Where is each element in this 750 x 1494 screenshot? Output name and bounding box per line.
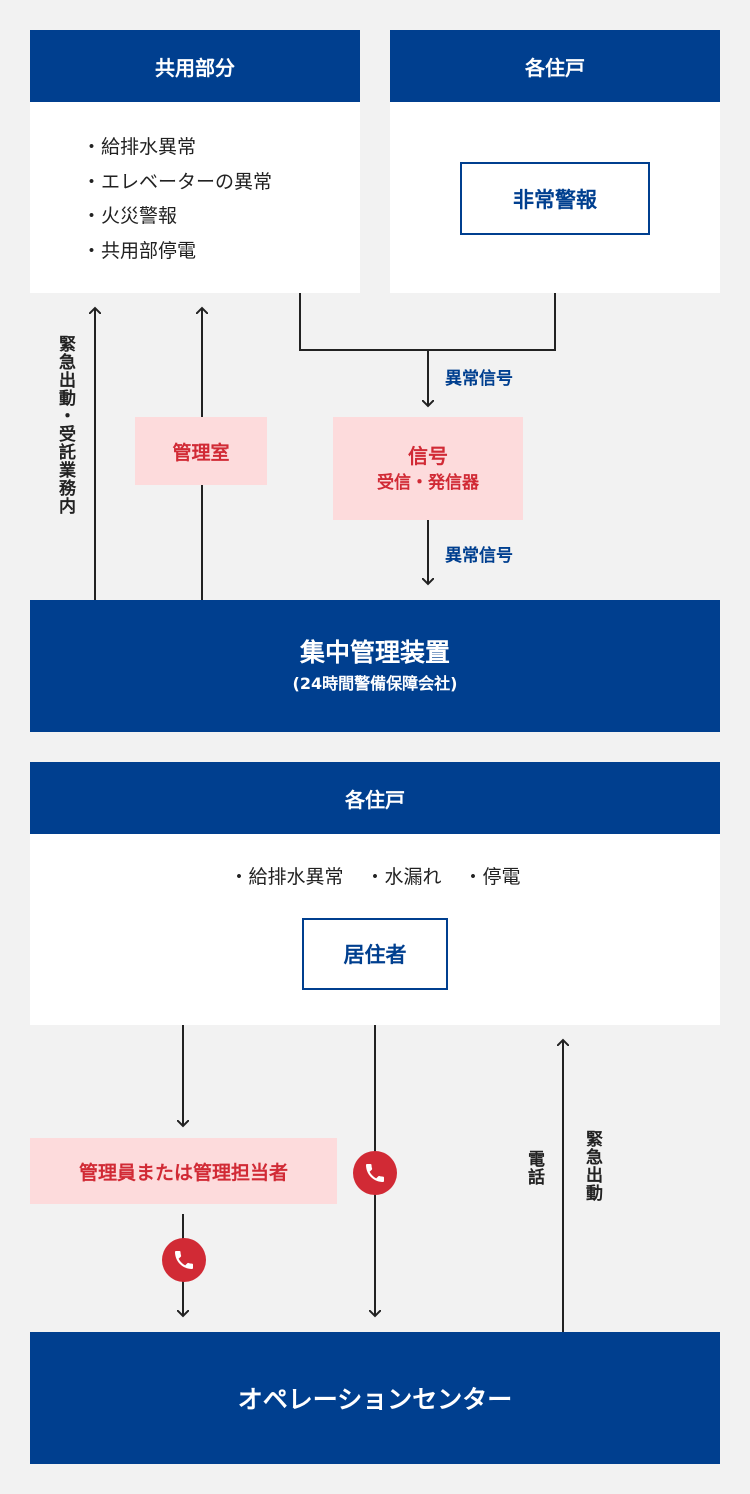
resident-box: 居住者 [302, 918, 448, 990]
common-area-header: 共用部分 [30, 30, 360, 102]
operation-center-title: オペレーションセンター [237, 1385, 513, 1414]
units-header-label: 各住戸 [525, 55, 585, 80]
signal-label-2: 異常信号 [445, 546, 513, 566]
list-item: エレベーターの異常 [82, 165, 272, 200]
list-item: ・水漏れ [365, 866, 442, 888]
list-item-text: 給排水異常 [248, 866, 344, 888]
common-area-list: 給排水異常 エレベーターの異常 火災警報 共用部停電 [82, 130, 272, 268]
signal-device-box: 信号 受信・発信器 [333, 417, 523, 520]
units-panel: 非常警報 [390, 102, 720, 293]
management-room-label: 管理室 [172, 441, 230, 464]
bottom-units-list: ・給排水異常 ・水漏れ ・停電 [30, 862, 720, 889]
central-management-bar: 集中管理装置 (24時間警備保障会社) [30, 600, 720, 732]
list-item: ・停電 [463, 866, 521, 888]
list-item-text: 水漏れ [384, 866, 442, 888]
manager-label: 管理員または管理担当者 [78, 1161, 288, 1184]
dispatch-duty-label: 緊急出動・受託業務内 [55, 335, 75, 515]
phone-icon [162, 1238, 206, 1282]
bottom-units-header: 各住戸 [30, 762, 720, 834]
emergency-alarm-box: 非常警報 [460, 162, 650, 235]
signal-bracket [299, 293, 556, 351]
bottom-units-header-label: 各住戸 [345, 787, 405, 812]
dispatch-label: 緊急出動 [582, 1130, 602, 1202]
signal-device-subtitle: 受信・発信器 [377, 472, 479, 493]
signal-label-1: 異常信号 [445, 369, 513, 389]
signal-device-title: 信号 [408, 443, 448, 468]
central-management-subtitle: (24時間警備保障会社) [292, 674, 458, 693]
phone-icon [353, 1151, 397, 1195]
common-area-panel: 給排水異常 エレベーターの異常 火災警報 共用部停電 [30, 102, 360, 293]
bottom-units-panel: ・給排水異常 ・水漏れ ・停電 居住者 [30, 834, 720, 1025]
emergency-alarm-label: 非常警報 [513, 187, 597, 212]
operation-center-bar: オペレーションセンター [30, 1332, 720, 1464]
phone-label: 電話 [524, 1150, 544, 1186]
list-item-text: 停電 [482, 866, 521, 888]
list-item: 給排水異常 [82, 130, 272, 165]
units-header: 各住戸 [390, 30, 720, 102]
list-item: ・給排水異常 [229, 866, 344, 888]
list-item: 火災警報 [82, 199, 272, 234]
manager-box: 管理員または管理担当者 [30, 1138, 337, 1204]
management-room-box: 管理室 [135, 417, 267, 485]
common-area-header-label: 共用部分 [155, 55, 235, 80]
list-item: 共用部停電 [82, 234, 272, 269]
central-management-title: 集中管理装置 [299, 638, 450, 667]
resident-label: 居住者 [343, 943, 407, 967]
